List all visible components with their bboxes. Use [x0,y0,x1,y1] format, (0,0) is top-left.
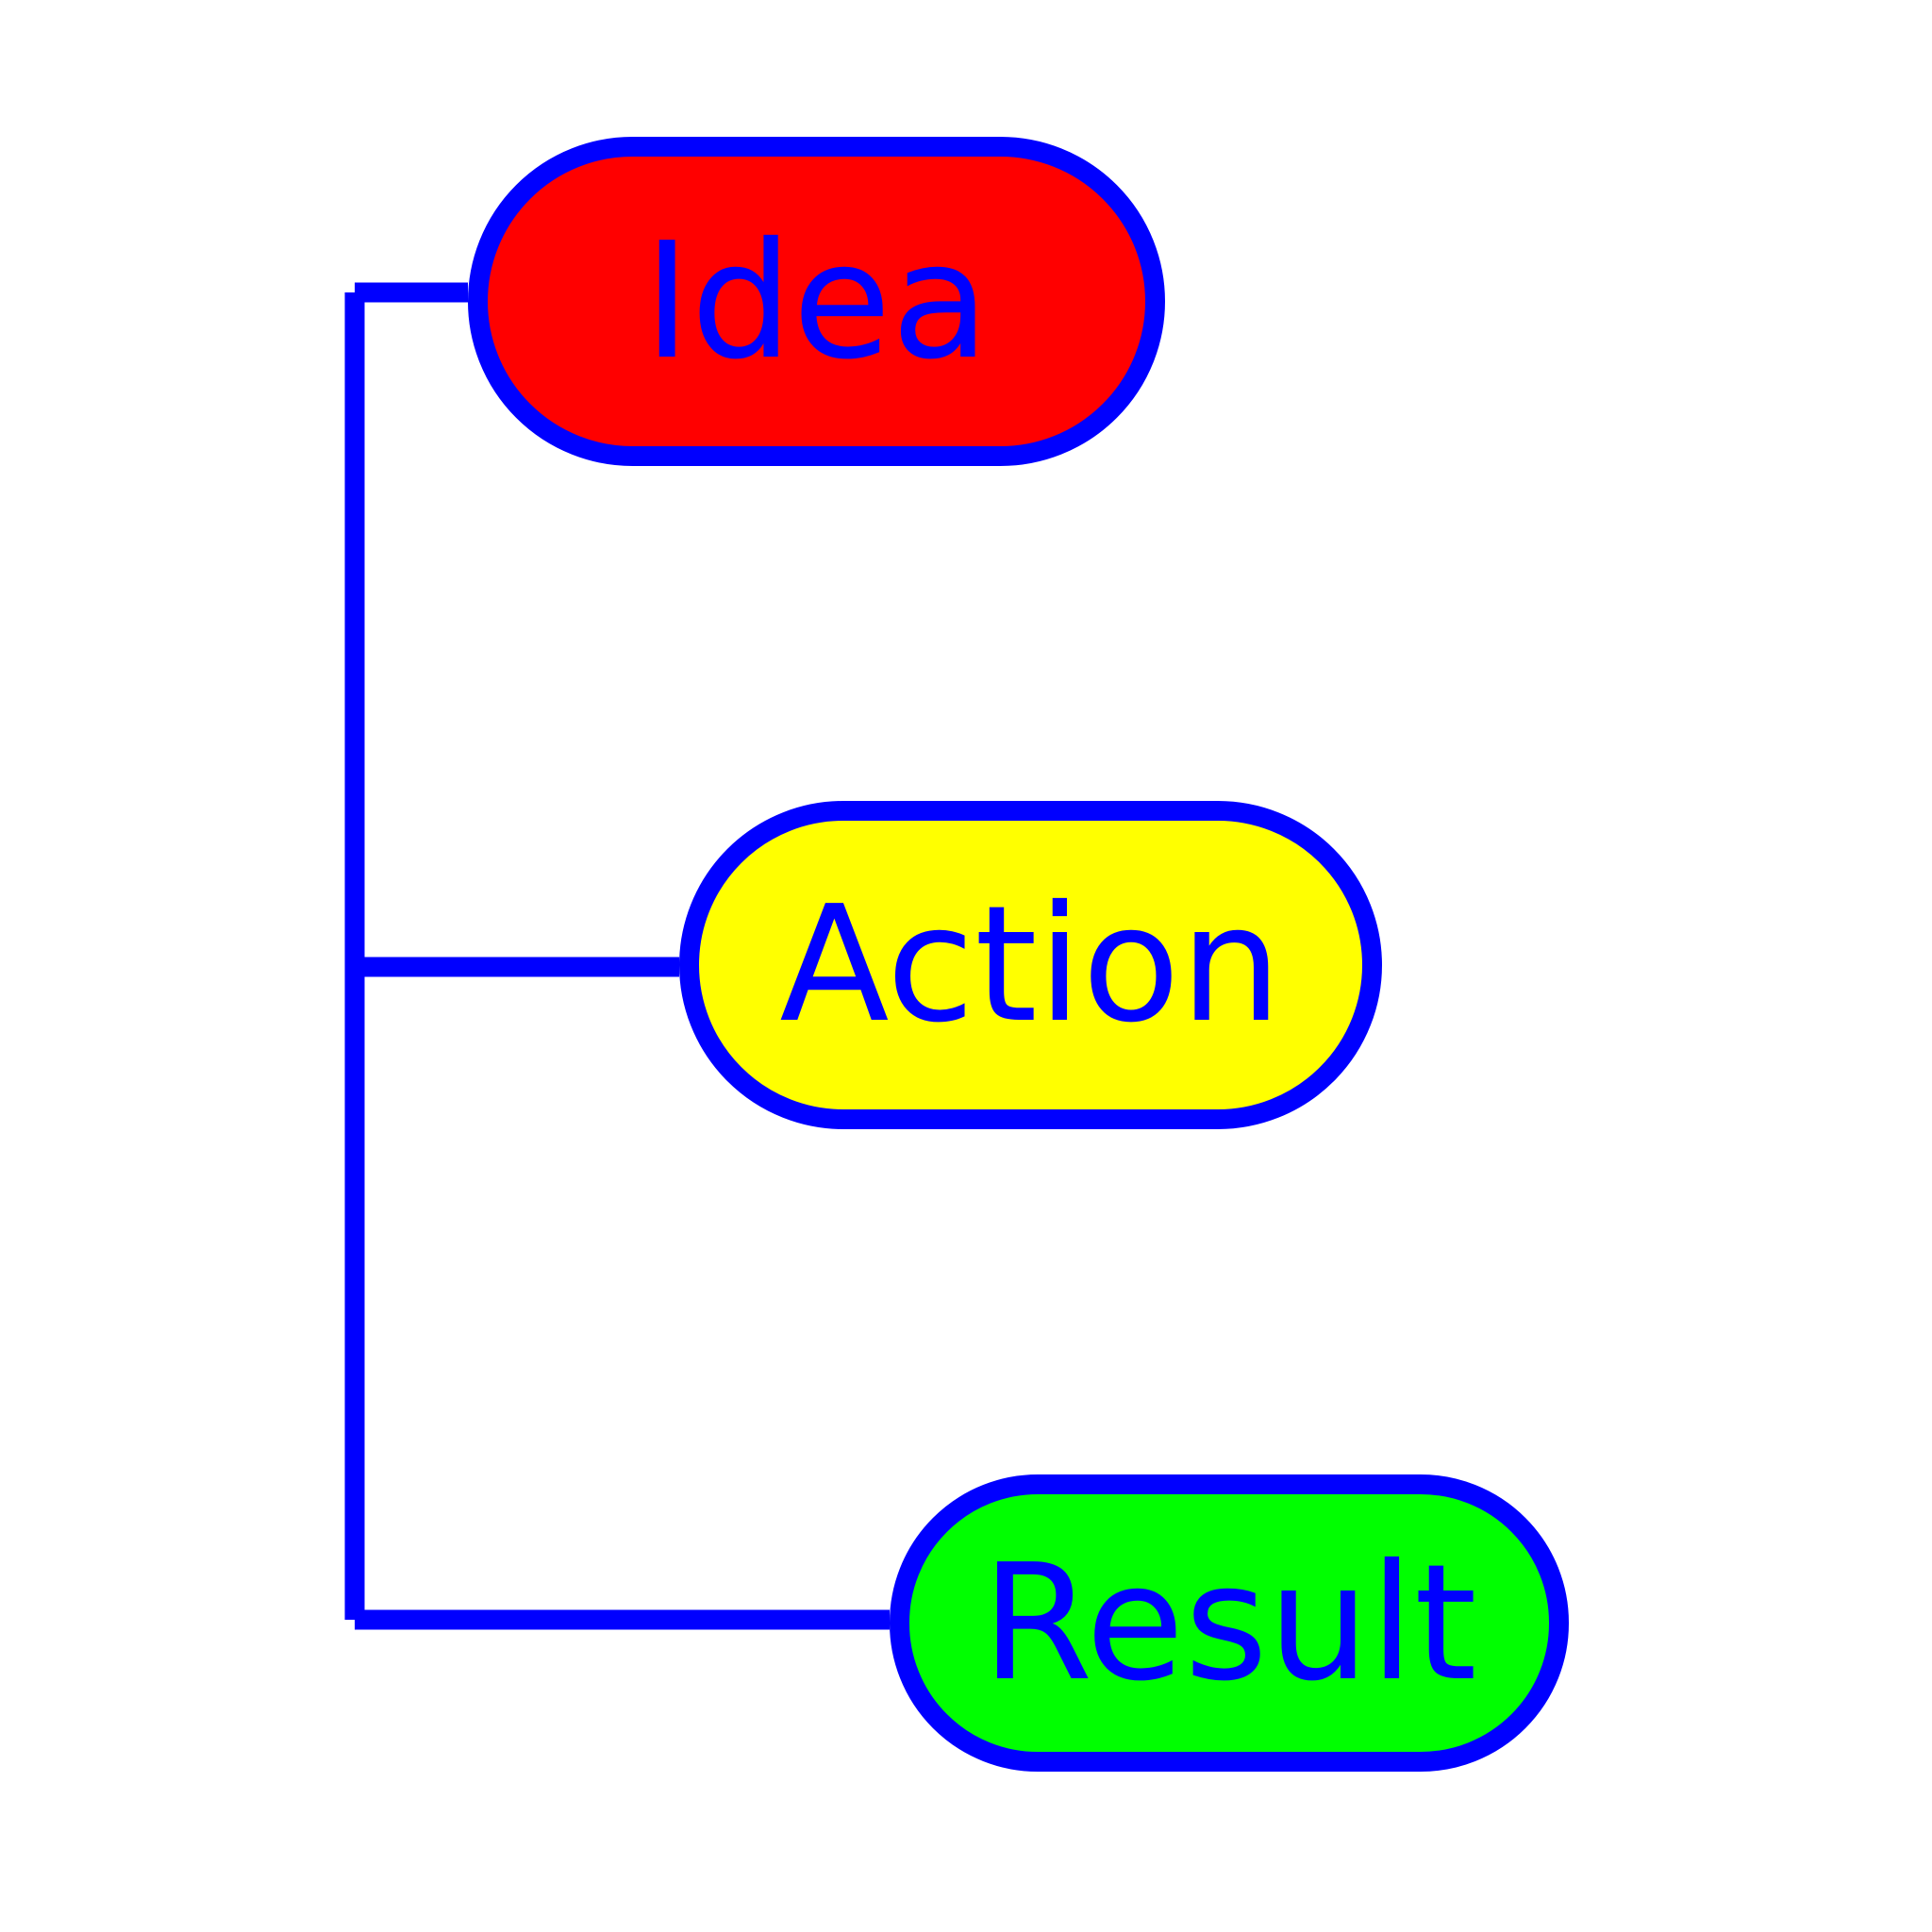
node-idea-label: Idea [643,208,990,395]
node-idea[interactable]: Idea [468,137,1165,466]
node-result[interactable]: Result [890,1474,1569,1772]
node-action[interactable]: Action [679,801,1382,1129]
node-action-label: Action [779,872,1282,1058]
node-result-label: Result [981,1529,1477,1717]
